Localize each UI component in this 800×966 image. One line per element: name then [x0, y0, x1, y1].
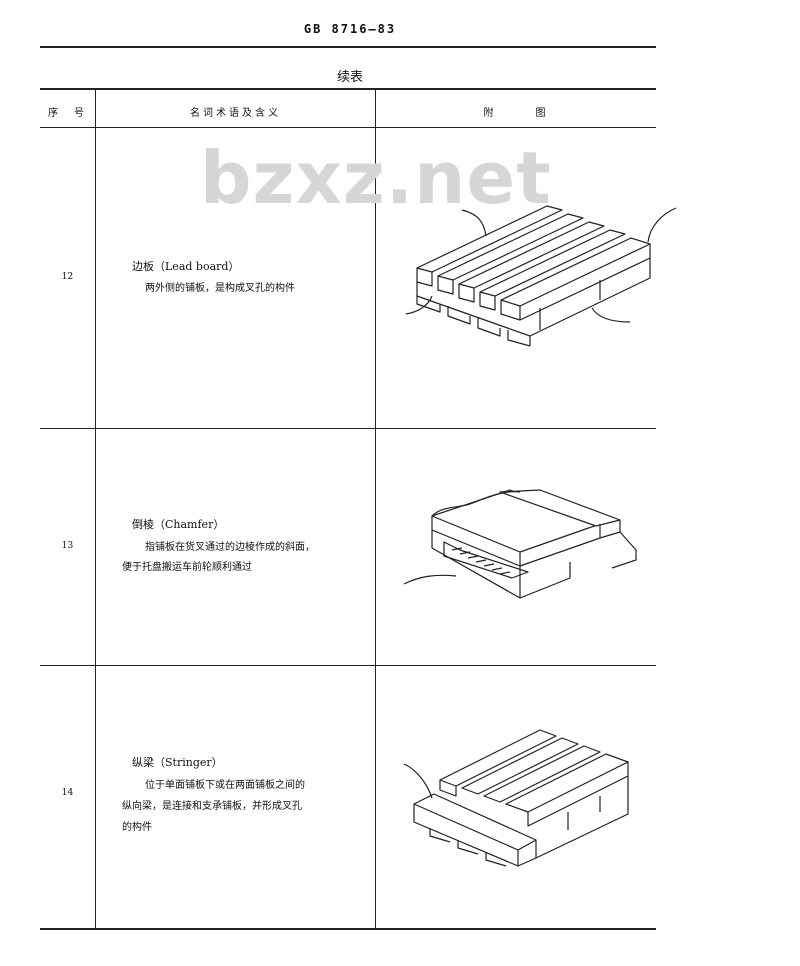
header-rule	[40, 46, 656, 48]
row-number: 13	[61, 541, 74, 551]
term-name: 纵梁（Stringer）	[132, 756, 223, 769]
table-bottom-border	[40, 928, 656, 930]
term-definition-line: 位于单面铺板下或在两面铺板之间的	[145, 780, 305, 791]
column-header-figure: 附 图	[483, 108, 549, 119]
term-definition-line: 便于托盘搬运车前轮顺利通过	[122, 562, 252, 573]
term-definition-line: 指铺板在货叉通过的边棱作成的斜面，	[145, 542, 315, 553]
term-definition-line: 纵向梁，是连接和支承铺板，并形成叉孔	[122, 801, 302, 812]
term-definition-line: 的构件	[122, 822, 152, 833]
table-header-bottom	[40, 127, 656, 128]
term-name: 倒棱（Chamfer）	[132, 518, 225, 531]
row-number: 12	[61, 272, 74, 282]
column-divider	[95, 88, 96, 928]
column-header-number: 序 号	[48, 108, 87, 119]
row-separator	[40, 428, 656, 429]
column-header-term: 名词术语及含义	[190, 108, 281, 119]
column-divider	[375, 88, 376, 928]
term-definition-line: 两外侧的铺板，是构成叉孔的构件	[145, 283, 295, 294]
row-number: 14	[61, 788, 74, 798]
table-top-border	[40, 88, 656, 90]
term-name: 边板（Lead board）	[132, 260, 240, 273]
watermark: bzxz.net	[200, 136, 552, 220]
standard-code: GB 8716—83	[303, 22, 397, 36]
row-separator	[40, 665, 656, 666]
continued-label: 续表	[336, 70, 363, 85]
